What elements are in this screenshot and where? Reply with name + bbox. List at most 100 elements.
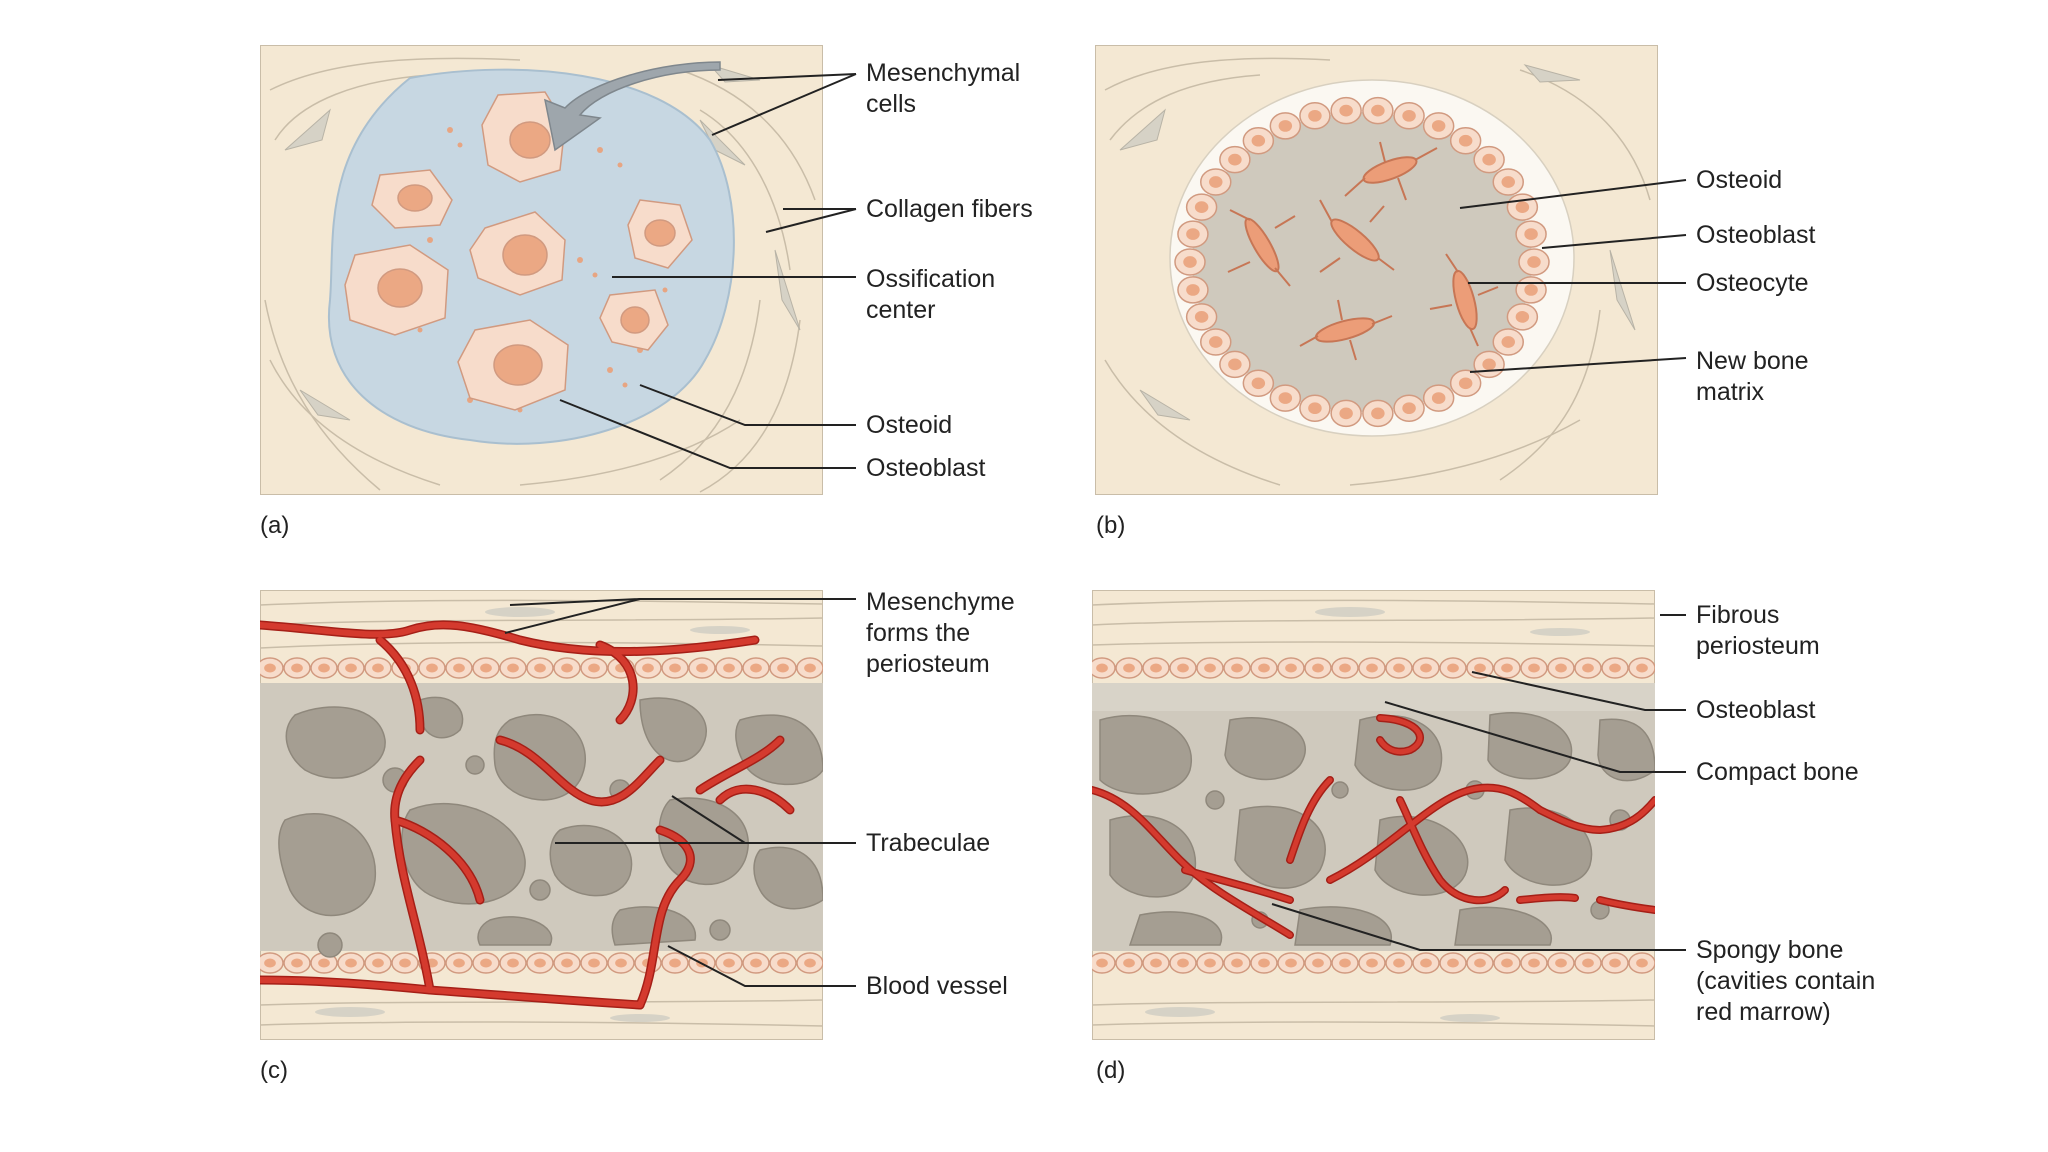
panel-c-osteoblast-cell bbox=[634, 657, 662, 679]
panel-b-osteoblast-cell bbox=[1299, 394, 1331, 422]
label-collagen-fibers: Collagen fibers bbox=[866, 195, 1033, 223]
panel-d-osteoblast-cell bbox=[1092, 952, 1116, 974]
panel-c-trabecular-cavities bbox=[278, 696, 823, 958]
panel-b-osteoblast-cell bbox=[1492, 168, 1524, 196]
panel-d-osteoblast-cell bbox=[1169, 657, 1197, 679]
panel-c-osteoblast-cell bbox=[742, 952, 770, 974]
panel-b-osteocytes bbox=[1227, 141, 1499, 361]
panel-b-osteocyte bbox=[1299, 299, 1393, 361]
panel-d-osteoblast-cell bbox=[1412, 657, 1440, 679]
panel-c-osteoblast-cell bbox=[472, 657, 500, 679]
panel-a-collagen-fibers bbox=[264, 57, 816, 493]
panel-b-osteoblast-cell bbox=[1515, 276, 1547, 304]
panel-d-osteoblast-layer-top bbox=[1092, 657, 1655, 679]
panel-c-periosteum-top bbox=[260, 657, 823, 679]
panel-c-osteoblast-cell bbox=[742, 657, 770, 679]
panel-c-leader-lines bbox=[504, 598, 856, 987]
panel-b-osteoblast-cell bbox=[1393, 102, 1425, 130]
panel-a-osteoblast-cell bbox=[599, 289, 669, 351]
panel-c-osteoblast-cell bbox=[553, 657, 581, 679]
panel-d-osteoblast-cell bbox=[1439, 952, 1467, 974]
panel-b-leader-lines bbox=[1459, 179, 1687, 373]
panel-c-osteoblast-cell bbox=[553, 952, 581, 974]
label-osteocyte: Osteocyte bbox=[1696, 269, 1809, 297]
label-ossification-center: Ossification center bbox=[866, 265, 996, 324]
panel-b-osteoblast-cell bbox=[1219, 350, 1251, 379]
panel-d-letter: (d) bbox=[1096, 1057, 1126, 1084]
label-fibrous-periosteum: Fibrous periosteum bbox=[1696, 601, 1820, 660]
panel-b-osteoblast-cell bbox=[1174, 248, 1206, 276]
panel-c-osteoblast-cell bbox=[715, 657, 743, 679]
panel-a-differentiation-arrow bbox=[543, 61, 721, 152]
panel-d-osteoblast-cell bbox=[1358, 657, 1386, 679]
panel-d-osteoblast-cell bbox=[1250, 657, 1278, 679]
panel-d-osteoblast-cell bbox=[1574, 952, 1602, 974]
panel-a-osteoblast-cell bbox=[469, 211, 566, 296]
label-trabeculae: Trabeculae bbox=[866, 829, 991, 857]
label-spongy-bone: Spongy bone (cavities contain red marrow… bbox=[1696, 936, 1876, 1026]
panel-b-osteoblast-cell bbox=[1449, 369, 1482, 398]
panel-b-collagen-fibers bbox=[1104, 57, 1651, 486]
panel-b-osteoblast-cell bbox=[1177, 220, 1209, 248]
panel-c-osteoblast-cell bbox=[715, 952, 743, 974]
panel-c-osteoblast-cell bbox=[260, 952, 284, 974]
panel-d bbox=[1092, 590, 1655, 1040]
panel-d-osteoblast-cell bbox=[1520, 952, 1548, 974]
panel-b-osteoblast-ring bbox=[1174, 96, 1550, 428]
label-osteoblast-b: Osteoblast bbox=[1696, 221, 1816, 249]
panel-d-osteoblast-cell bbox=[1601, 657, 1629, 679]
panel-d-osteoblast-cell bbox=[1385, 657, 1413, 679]
panel-d-leader-lines bbox=[1271, 614, 1686, 951]
panel-b-osteoblast-cell bbox=[1299, 102, 1331, 130]
panel-b-osteoblast-cell bbox=[1185, 193, 1218, 221]
panel-b-osteoblast-cell bbox=[1518, 248, 1550, 276]
label-new-bone-matrix: New bone matrix bbox=[1696, 347, 1809, 406]
panel-d-osteoblast-cell bbox=[1574, 657, 1602, 679]
panel-d-osteoblast-cell bbox=[1628, 952, 1655, 974]
panel-c-osteoblast-cell bbox=[580, 657, 608, 679]
panel-c-osteoblast-cell bbox=[661, 952, 689, 974]
panel-b-osteoblast-cell bbox=[1177, 276, 1209, 304]
panel-c-osteoblast-cell bbox=[769, 952, 797, 974]
panel-a bbox=[260, 45, 823, 495]
panel-d-osteoblast-layer-bottom bbox=[1092, 952, 1655, 974]
label-blood-vessel: Blood vessel bbox=[866, 972, 1008, 1000]
panel-c-osteoblast-cell bbox=[472, 952, 500, 974]
panel-d-osteoblast-cell bbox=[1358, 952, 1386, 974]
panel-b-osteoblast-cell bbox=[1515, 220, 1547, 248]
panel-d-osteoblast-cell bbox=[1331, 657, 1359, 679]
panel-a-osteoblast-cell bbox=[371, 169, 453, 229]
panel-c-osteoblast-cell bbox=[526, 952, 554, 974]
panel-c-osteoblast-cell bbox=[391, 952, 419, 974]
panel-b-letter: (b) bbox=[1096, 512, 1126, 539]
panel-c-osteoblast-cell bbox=[337, 952, 365, 974]
panel-b-osteoblast-cell bbox=[1269, 112, 1302, 140]
panel-c-osteoblast-cell bbox=[418, 657, 446, 679]
panel-d-compact-bone-top bbox=[1092, 683, 1655, 711]
panel-b-osteoblast-cell bbox=[1422, 112, 1455, 140]
panel-c-osteoblast-cell bbox=[445, 952, 473, 974]
panel-d-osteoblast-cell bbox=[1223, 952, 1251, 974]
panel-a-leader-lines bbox=[559, 73, 857, 469]
panel-b-osteocyte bbox=[1319, 199, 1395, 273]
panel-a-osteoblast-cell bbox=[344, 244, 449, 336]
panel-b-osteocyte bbox=[1227, 209, 1296, 287]
panel-b-osteoblast-cell bbox=[1200, 328, 1232, 356]
panel-a-osteoblast-cell bbox=[457, 319, 569, 411]
label-compact-bone: Compact bone bbox=[1696, 758, 1859, 786]
panel-d-osteoblast-cell bbox=[1628, 657, 1655, 679]
panel-d-osteoblast-cell bbox=[1412, 952, 1440, 974]
panel-a-osteoblast-cell bbox=[481, 91, 566, 183]
panel-b-osteoblast-cell bbox=[1362, 399, 1394, 428]
panel-c-osteoblast-cell bbox=[796, 657, 823, 679]
panel-c-periosteum-bottom bbox=[260, 952, 823, 974]
panel-c-osteoblast-cell bbox=[499, 952, 527, 974]
label-osteoblast-a: Osteoblast bbox=[866, 454, 986, 482]
label-osteoid-a: Osteoid bbox=[866, 411, 953, 439]
panel-d-osteoblast-cell bbox=[1385, 952, 1413, 974]
panel-c-osteoblast-cell bbox=[796, 952, 823, 974]
panel-d-osteoblast-cell bbox=[1601, 952, 1629, 974]
panel-d-osteoblast-cell bbox=[1196, 952, 1224, 974]
panel-b-osteoblast-cell bbox=[1449, 126, 1482, 155]
